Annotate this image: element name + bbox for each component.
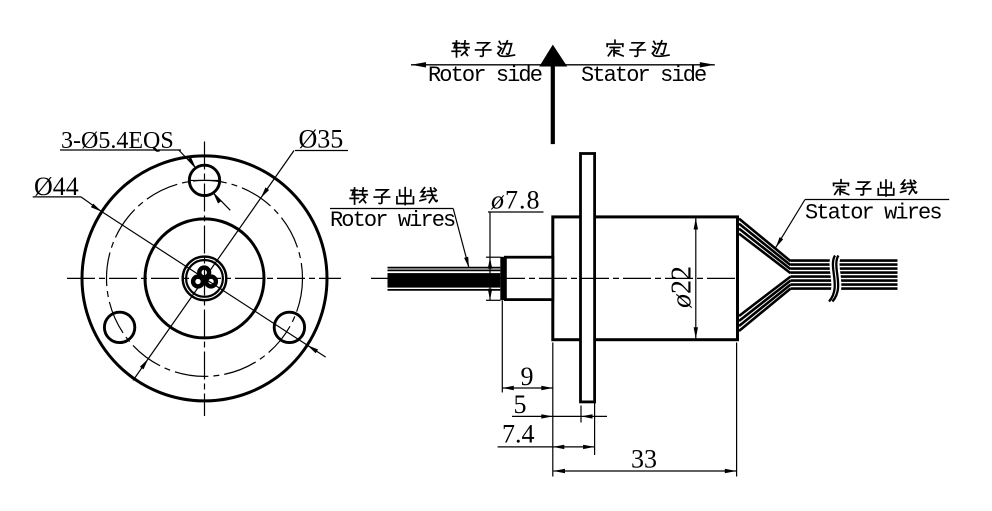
svg-text:3-Ø5.4EQS: 3-Ø5.4EQS: [61, 128, 174, 154]
svg-text:Rotor wires: Rotor wires: [330, 208, 455, 233]
svg-text:ø7.8: ø7.8: [490, 186, 541, 215]
svg-text:7.4: 7.4: [502, 420, 535, 449]
svg-text:33: 33: [631, 445, 657, 474]
svg-text:ø22: ø22: [667, 266, 698, 309]
svg-text:Stator side: Stator side: [581, 63, 706, 88]
svg-text:Stator wires: Stator wires: [805, 201, 941, 226]
svg-text:9: 9: [521, 362, 534, 391]
svg-text:5: 5: [514, 390, 527, 419]
svg-text:Rotor side: Rotor side: [428, 63, 542, 88]
svg-text:Ø44: Ø44: [34, 172, 79, 201]
svg-text:Ø35: Ø35: [299, 125, 344, 154]
